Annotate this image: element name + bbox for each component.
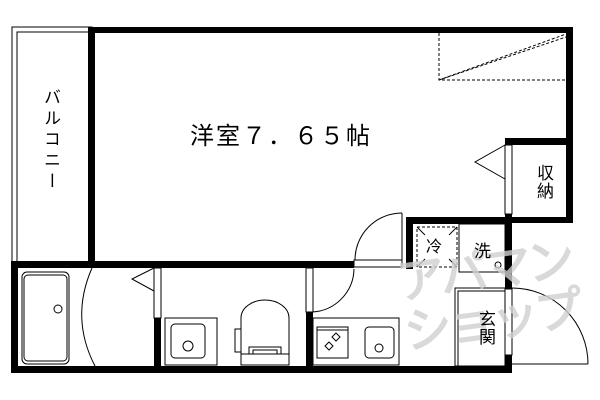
washer-label: 洗: [474, 242, 491, 262]
washer-space: [458, 223, 506, 273]
kitchen-door-swing: [311, 268, 355, 313]
walls: [11, 27, 573, 373]
balcony-label: バルコニー: [40, 88, 60, 193]
main-room-label: 洋室７．６５帖: [190, 122, 372, 150]
fridge-label: 冷: [426, 237, 443, 256]
washbasin: [164, 317, 218, 366]
kitchen-counter: [312, 317, 400, 366]
storage-label: 収納: [533, 164, 553, 200]
storage-door-arrow: [473, 144, 506, 180]
entrance-door: [511, 287, 589, 365]
bath-door-swing: [81, 267, 96, 367]
closet-shelf: [438, 33, 567, 81]
entrance-label: 玄関: [475, 310, 495, 346]
room-door: [353, 212, 403, 268]
bath-door-arrow: [130, 267, 155, 292]
bathtub: [21, 271, 70, 365]
entrance-area: [454, 287, 506, 367]
fridge-space: [416, 226, 458, 268]
toilet: [234, 299, 290, 366]
